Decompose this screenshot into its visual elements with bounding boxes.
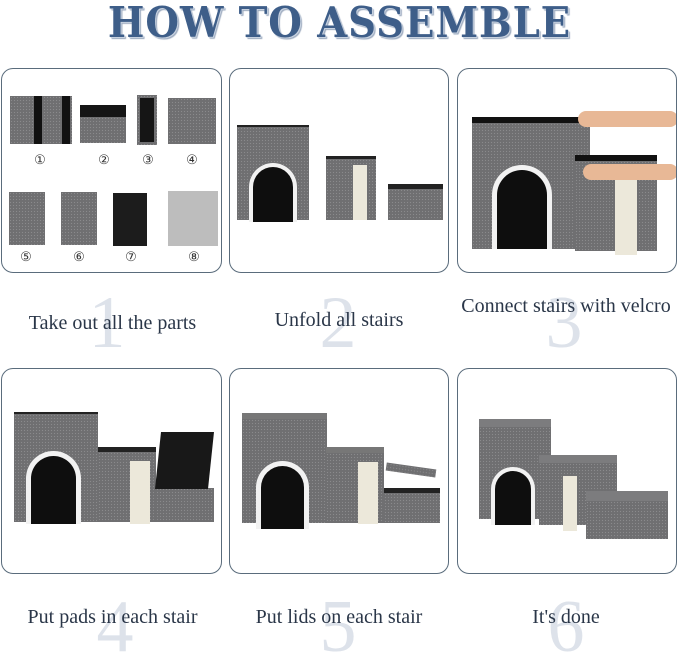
step-3-image-panel [457,68,677,273]
page-title: HOW TO ASSEMBLE [107,0,572,47]
step-5-label: Put lids on each stair [255,606,423,628]
part-6-image [61,192,97,245]
step-1-number: 1 [88,282,126,364]
step-5-image-panel [229,368,449,574]
step-3-caption: 3 Connect stairs with velcro [453,280,679,360]
middle-stair-image [98,447,156,524]
house-box-image [14,412,98,524]
lid-image [385,462,437,478]
step-2-number: 2 [319,282,357,364]
small-stair-image [156,488,214,522]
part-5-image [9,192,45,245]
step-6-image-panel [457,368,677,574]
middle-stair-image [326,447,384,524]
step-5-caption: 5 Put lids on each stair [225,580,453,664]
house-box-image [472,117,590,249]
part-label-2: ② [98,152,110,167]
small-stair-image [388,184,443,220]
house-box-image [237,125,309,222]
step-3-label: Connect stairs with velcro [461,295,671,317]
step-2-caption: 2 Unfold all stairs [225,280,453,360]
part-7-image [113,193,147,246]
part-8-image [168,191,218,246]
house-box-image [242,413,327,529]
pad-image [155,432,214,489]
step-4-label: Put pads in each stair [27,606,198,628]
step-1-image-panel: ① ② ③ ④ ⑤ ⑥ ⑦ ⑧ [1,68,222,273]
step-2-image-panel [229,68,449,273]
step-4-image-panel [1,368,222,574]
part-label-1: ① [34,152,46,167]
step-1-label: Take out all the parts [28,312,197,334]
part-2-image [80,105,126,143]
step-6-caption: 6 It's done [453,580,679,664]
part-3-image [137,95,157,145]
small-stair-image [384,488,440,523]
step-6-label: It's done [532,606,600,628]
part-label-8: ⑧ [188,249,200,264]
middle-stair-image [326,156,376,220]
part-1-image [10,96,72,144]
part-label-6: ⑥ [73,249,85,264]
part-label-7: ⑦ [125,249,137,264]
part-label-3: ③ [142,152,154,167]
step-4-caption: 4 Put pads in each stair [0,580,225,664]
part-label-4: ④ [186,152,198,167]
step-1-caption: 1 Take out all the parts [0,280,225,360]
step-2-label: Unfold all stairs [274,309,404,331]
small-stair-image [586,491,668,539]
hand-image [583,164,676,180]
step-3-number: 3 [545,282,583,364]
hand-image [578,111,676,127]
part-4-image [168,98,216,144]
part-label-5: ⑤ [20,249,32,264]
